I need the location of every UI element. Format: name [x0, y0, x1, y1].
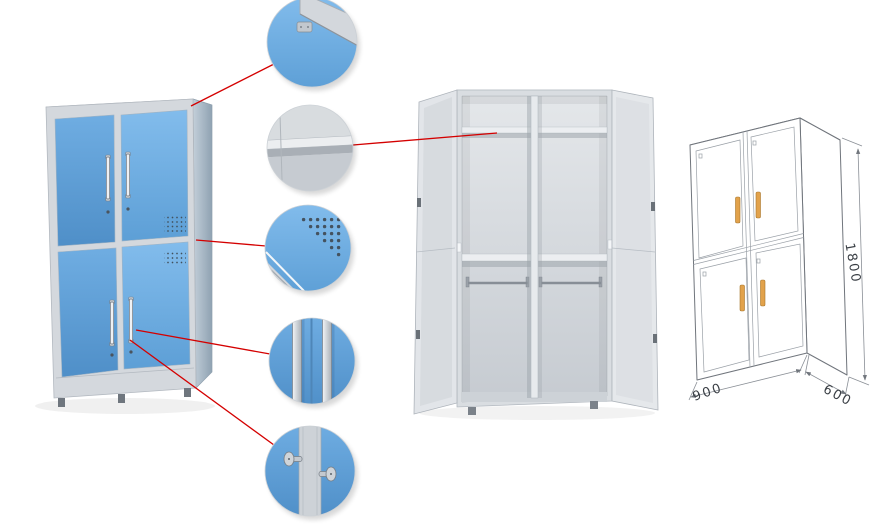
latch-right — [318, 466, 337, 482]
door-handle — [105, 154, 111, 202]
cabinet-foot — [468, 407, 476, 415]
door-upper-right — [120, 109, 189, 242]
hanging-rod-right — [538, 276, 603, 288]
keyhole — [106, 210, 110, 214]
vent-holes-upper — [164, 216, 186, 232]
cabinet-foot — [118, 394, 125, 403]
leader-line-top-corner — [190, 62, 277, 107]
door-lower-left — [57, 247, 119, 378]
latch-notch-left — [456, 242, 462, 253]
depth-dimension-label: 600 — [821, 382, 855, 410]
sketch-handle — [755, 191, 761, 219]
detail-callouts — [264, 0, 360, 520]
sketch-side-face — [799, 117, 848, 376]
sketch-door-seams — [693, 126, 804, 373]
callout-lock-latch — [265, 426, 355, 516]
height-dimension-line — [856, 148, 867, 381]
callout-rim — [268, 317, 356, 405]
leader-line-locks — [129, 339, 275, 446]
callout-handle-rails — [269, 318, 355, 404]
open-door-right — [611, 89, 659, 411]
sketch-front-face — [689, 117, 808, 381]
keyhole — [129, 350, 133, 354]
divider-shadow-right — [538, 96, 542, 398]
keyhole — [126, 207, 130, 211]
divider-shadow-left — [527, 96, 531, 398]
leader-line-handles — [135, 329, 271, 355]
vent-holes-lower — [164, 252, 186, 266]
callout-rim — [264, 204, 352, 292]
cabinet-ground-shadow — [35, 398, 215, 414]
cabinet-foot — [58, 398, 65, 407]
depth-dimension-line — [805, 371, 847, 395]
hanging-rod-left — [465, 276, 530, 288]
callout-top-corner — [267, 0, 357, 87]
callout-rim — [264, 425, 356, 517]
sketch-handle — [735, 196, 741, 224]
callout-shelf — [267, 105, 353, 191]
callout-rim — [266, 104, 354, 192]
latch-notch-right — [607, 239, 613, 250]
cabinet-foot — [184, 388, 191, 397]
sketch-handle — [760, 279, 766, 307]
width-dimension-line — [690, 369, 802, 398]
sketch-handle — [739, 284, 745, 312]
open-cabinet — [413, 89, 659, 420]
center-divider — [530, 95, 539, 399]
dimension-sketch: 1800 900 600 — [688, 117, 870, 410]
leader-line-vents — [195, 239, 267, 247]
interior-shade-right — [599, 96, 607, 398]
door-handle — [109, 299, 115, 347]
door-upper-left — [54, 114, 116, 247]
interior-shade-left — [462, 96, 470, 400]
open-door-left — [413, 89, 458, 415]
cabinet-foot — [590, 401, 598, 409]
door-handle — [125, 151, 131, 199]
door-handle — [128, 296, 134, 344]
callout-rim — [266, 0, 358, 88]
leader-lines — [129, 62, 498, 446]
height-dimension-label: 1800 — [841, 242, 863, 285]
open-cabinet-ground-shadow — [419, 406, 655, 420]
leader-line-shelf — [352, 132, 498, 146]
closed-cabinet — [35, 98, 215, 414]
keyhole — [110, 353, 114, 357]
latch-left — [283, 451, 303, 467]
